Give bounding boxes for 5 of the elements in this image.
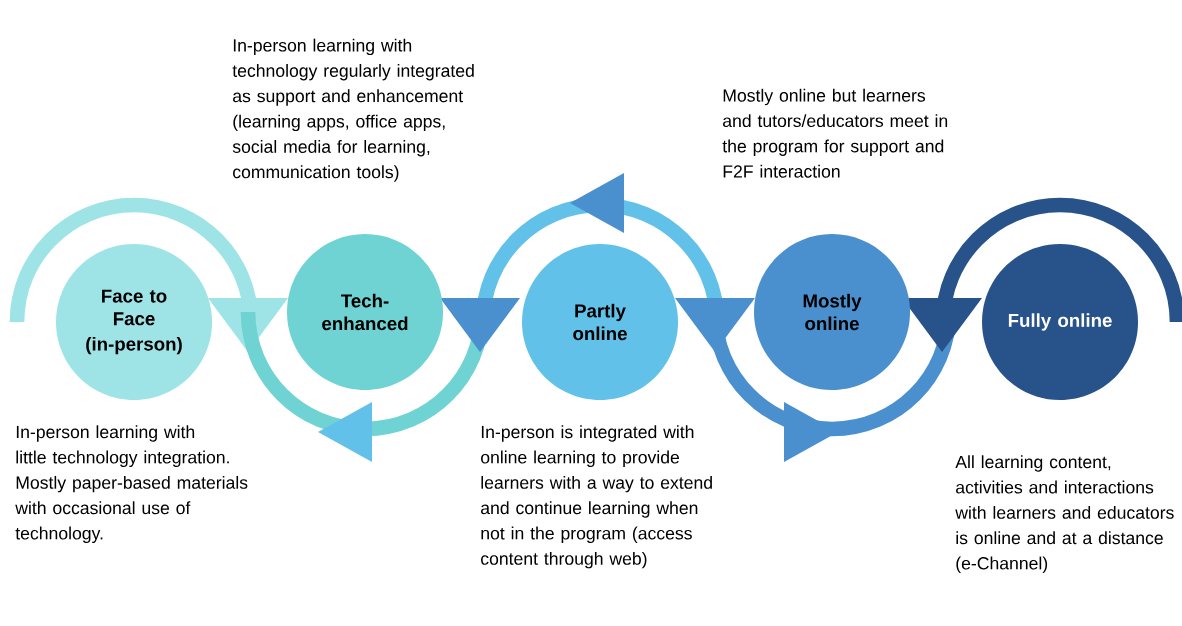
description-text: In-person learning with little technology integration. Mostly paper-based materials with occasional use of technology. bbox=[15, 425, 248, 543]
description-text: In-person learning with technology regularly integrated as support and enhancement (learning apps, office apps, social media for learning, communication tools) bbox=[232, 38, 474, 182]
description-text: Mostly online but learners and tutors/educators meet in the program for support and F2F interaction bbox=[722, 88, 948, 178]
description-text: In-person is integrated with online learning to provide learners with a way to extend and continue learning when not in the program (access content through web) bbox=[481, 425, 712, 569]
description-text: All learning content, activities and interactions with learners and educators is online and at a distance (e-Channel) bbox=[955, 455, 1174, 573]
